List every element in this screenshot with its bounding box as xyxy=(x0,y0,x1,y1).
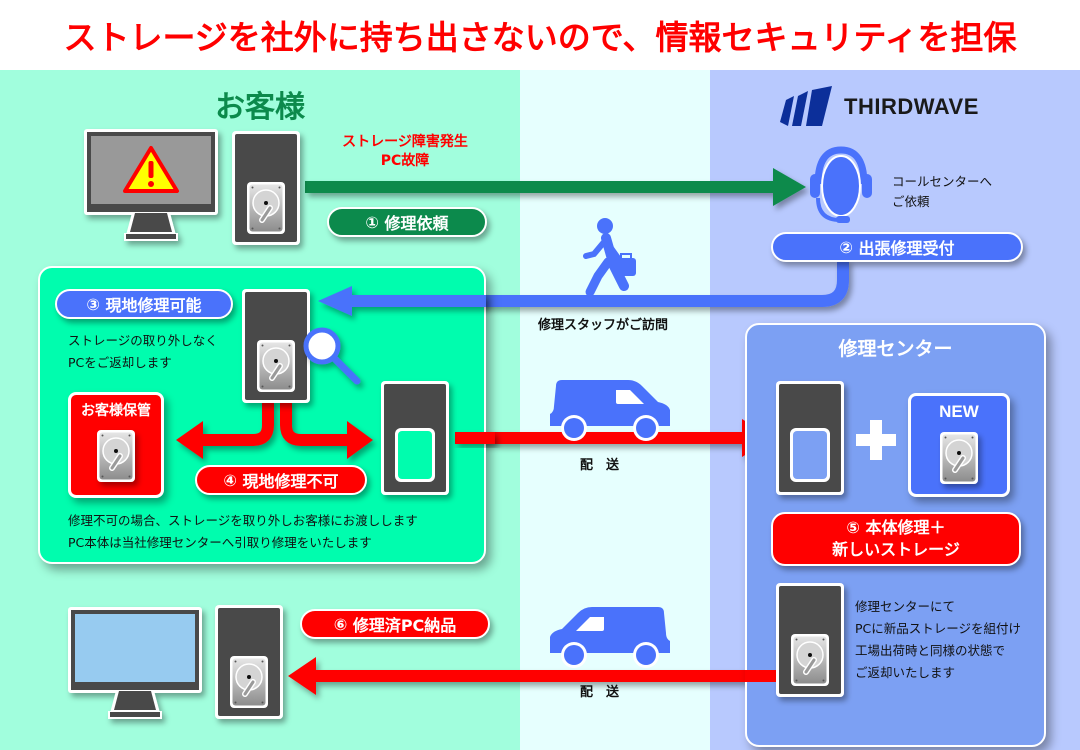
onsite-pc-tower-icon xyxy=(242,289,310,403)
onsite-ng-text: 修理不可の場合、ストレージを取り外しお客様にお渡しします PC本体は当社修理セン… xyxy=(68,510,418,554)
step-2-number: ② xyxy=(839,237,853,257)
step-5-label: 本体修理＋ xyxy=(865,518,946,538)
trouble-line-2: PC故障 xyxy=(380,152,430,169)
step-1-number: ① xyxy=(365,212,379,232)
step-5-pill: ⑤ 本体修理＋ 新しいストレージ xyxy=(771,512,1021,566)
step-4-pill: ④ 現地修理不可 xyxy=(195,465,367,495)
thirdwave-logo-mark-icon xyxy=(780,86,832,126)
split-arrows-panel xyxy=(176,400,373,459)
center-text: 修理センターにて PCに新品ストレージを組付け 工場出荷時と同様の状態で ご返却… xyxy=(855,596,1021,684)
hard-drive-icon xyxy=(247,182,285,234)
callcenter-line-1: コールセンターへ xyxy=(892,174,993,189)
custody-label: お客様保管 xyxy=(81,403,151,419)
shipping-label: 配 送 xyxy=(580,458,620,473)
callcenter-label: コールセンターへ ご依頼 xyxy=(892,172,992,212)
repaired-pc-tower-icon xyxy=(215,605,283,719)
visit-arrowhead xyxy=(318,286,486,316)
onsite-ok-text: ストレージの取り外しなく PCをご返却します xyxy=(68,330,218,374)
return-label: 配 送 xyxy=(580,685,620,700)
request-arrow xyxy=(305,168,806,206)
step-2-label: 出張修理受付 xyxy=(858,239,955,258)
onsite-ok-line-1: ストレージの取り外しなく xyxy=(68,333,218,348)
return-arrow xyxy=(288,657,775,695)
center-text-line-3: 工場出荷時と同様の状態で xyxy=(855,642,1006,658)
center-text-line-2: PCに新品ストレージを組付け xyxy=(855,620,1022,636)
magnifier-icon xyxy=(303,327,361,385)
new-label: NEW xyxy=(939,402,979,421)
step-5-number: ⑤ xyxy=(846,518,860,538)
step-3-label: 現地修理可能 xyxy=(105,296,202,315)
trouble-label: ストレージ障害発生 PC故障 xyxy=(330,133,480,171)
pc-tower-icon xyxy=(232,131,300,245)
empty-pc-tower-icon xyxy=(381,381,449,495)
center-empty-tower-icon xyxy=(776,381,844,495)
delivery-van-icon xyxy=(550,380,670,441)
repaired-monitor-icon xyxy=(68,607,202,719)
step-6-label: 修理済PC納品 xyxy=(352,616,457,635)
logo-wordmark: THIRDWAVE xyxy=(844,94,979,119)
visit-label: 修理スタッフがご訪問 xyxy=(538,318,669,333)
return-van-icon xyxy=(550,607,670,668)
step-5-label-2: 新しいストレージ xyxy=(832,540,960,559)
headset-icon xyxy=(810,146,872,223)
warning-icon xyxy=(123,146,179,193)
center-repaired-tower-icon xyxy=(776,583,844,697)
hard-drive-icon xyxy=(230,656,268,708)
center-text-line-1: 修理センターにて xyxy=(855,599,956,614)
hard-drive-icon xyxy=(257,340,295,392)
center-text-line-4: ご返却いたします xyxy=(855,664,956,680)
center-return-start xyxy=(745,670,780,682)
step-1-pill: ① 修理依頼 xyxy=(327,207,487,237)
repair-center-title: 修理センター xyxy=(838,338,953,360)
step-4-label: 現地修理不可 xyxy=(242,472,339,491)
thirdwave-logo: THIRDWAVE xyxy=(778,84,979,130)
step-3-pill: ③ 現地修理可能 xyxy=(55,289,233,319)
trouble-line-1: ストレージ障害発生 xyxy=(342,134,468,150)
hard-drive-icon xyxy=(791,634,829,686)
new-hard-drive-icon xyxy=(940,432,980,486)
step-3-number: ③ xyxy=(86,294,100,314)
callcenter-line-2: ご依頼 xyxy=(892,194,930,209)
step-1-label: 修理依頼 xyxy=(384,214,449,233)
step-2-pill: ② 出張修理受付 xyxy=(771,232,1023,262)
onsite-ng-line-2: PC本体は当社修理センターへ引取り修理をいたします xyxy=(68,534,372,550)
step-4-number: ④ xyxy=(223,470,237,490)
onsite-ok-line-2: PCをご返却します xyxy=(68,354,172,370)
failed-monitor-icon xyxy=(84,129,218,241)
customer-heading: お客様 xyxy=(215,90,305,125)
onsite-ng-line-1: 修理不可の場合、ストレージを取り外しお客様にお渡しします xyxy=(68,513,418,528)
step-6-pill: ⑥ 修理済PC納品 xyxy=(300,609,490,639)
plus-icon xyxy=(856,420,896,460)
headline: ストレージを社外に持ち出さないので、情報セキュリティを担保 xyxy=(63,18,1017,57)
shipping-arrow-start xyxy=(455,432,495,444)
walking-person-icon xyxy=(583,218,636,297)
step-6-number: ⑥ xyxy=(333,614,348,634)
hard-drive-icon xyxy=(97,430,137,484)
